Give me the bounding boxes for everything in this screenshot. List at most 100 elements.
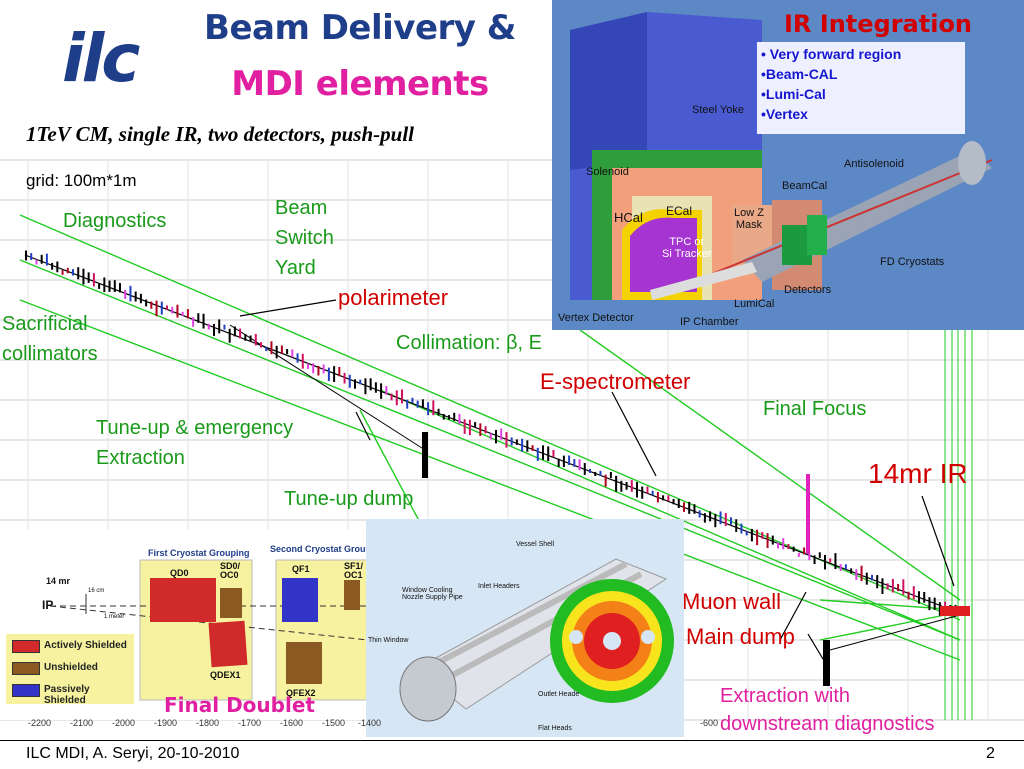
vessel-label-nozzle: Window Cooling Nozzle Supply Pipe — [402, 587, 463, 601]
beamline-element — [427, 402, 430, 416]
label-polarimeter: polarimeter — [338, 285, 449, 310]
label-arrow — [239, 299, 337, 317]
magnet-sd0: SD0/ OC0 — [220, 561, 241, 580]
extraction-line — [829, 614, 961, 651]
axis-tick-label: -2000 — [112, 718, 136, 728]
beamline-element — [740, 523, 743, 534]
beamline-element — [547, 446, 550, 462]
label-final-focus: Final Focus — [763, 398, 867, 420]
beamline-element — [891, 578, 894, 593]
legend-swatch-brown — [12, 662, 40, 675]
beamline-element — [698, 510, 701, 518]
beamline-element — [609, 472, 612, 479]
beamline-element — [374, 382, 377, 393]
beamline-element — [881, 578, 884, 594]
beamline-element — [782, 538, 785, 550]
beamline-element — [45, 253, 48, 266]
envelope-line — [19, 259, 961, 641]
vessel-label-outlet: Outlet Heade — [538, 691, 580, 698]
beamline-element — [818, 552, 821, 558]
legend-swatch-red — [12, 640, 40, 653]
beamline-element — [421, 399, 424, 408]
label-arrow — [807, 633, 827, 665]
beamline-element — [275, 345, 278, 359]
beamline-element — [865, 572, 868, 585]
vessel-label-inlet: Inlet Headers — [478, 583, 520, 590]
legend-swatch-blue — [12, 684, 40, 697]
scale-horizontal-label: 1 meter — [104, 614, 125, 620]
vessel-label-flat-heads: Flat Heads — [538, 725, 572, 732]
dump-vessel-inset: Vessel Shell Inlet Headers Window Coolin… — [366, 519, 684, 737]
axis-tick-label: -1500 — [322, 718, 346, 728]
magnet-qd0: QD0 — [170, 568, 189, 578]
beamline-element — [761, 532, 764, 539]
beamline-element — [557, 458, 560, 467]
beamline-element — [87, 272, 90, 283]
scale-vertical-label: 16 cm — [88, 588, 105, 594]
beamline-element — [876, 575, 879, 589]
beamline-element — [662, 495, 665, 501]
beamline-element — [745, 531, 748, 536]
label-beam-switch-yard: Beam Switch Yard — [275, 197, 334, 279]
first-cryostat-label: First Cryostat Grouping — [148, 548, 250, 558]
footer: ILC MDI, A. Seryi, 20-10-2010 2 — [0, 740, 1024, 769]
beamline-element — [155, 300, 158, 317]
second-cryostat-label: Second Cryostat Grouping — [270, 544, 385, 554]
beamline-element — [552, 449, 555, 457]
beamline-element — [207, 323, 210, 330]
vessel-drawing — [399, 558, 674, 722]
axis-tick-label: -600 — [700, 718, 719, 728]
beamline-element — [500, 428, 503, 440]
label-arrow — [611, 391, 657, 477]
beamline-element — [51, 262, 54, 270]
beamline-element — [124, 289, 127, 299]
beamline-element — [380, 383, 383, 399]
label-diagnostics: Diagnostics — [63, 210, 167, 232]
beamline-element — [30, 253, 33, 261]
beamline-element — [98, 283, 101, 289]
label-arrow — [779, 591, 807, 641]
beamline-element — [25, 250, 27, 261]
beamline-element — [562, 455, 565, 468]
page-number: 2 — [986, 745, 995, 762]
label-tune-up-extraction: Tune-up & emergency Extraction — [96, 417, 294, 469]
part-vertex-detector: Vertex Detector — [558, 312, 634, 324]
ip-label: IP — [42, 598, 54, 612]
beamline-element — [317, 365, 320, 376]
beamline-element — [938, 602, 941, 616]
beamline-element — [458, 413, 461, 424]
tune-up-dump-marker — [422, 432, 428, 478]
legend-passively-shielded: Passively Shielded — [44, 684, 90, 706]
legend-actively-shielded: Actively Shielded — [44, 640, 127, 651]
beamline-element — [724, 512, 727, 527]
beamline-element — [897, 583, 900, 591]
beamline-element — [338, 366, 341, 377]
beamline-element — [176, 304, 179, 318]
beamline-element — [354, 379, 356, 389]
beamline-element — [850, 568, 853, 574]
envelope-line — [379, 389, 961, 641]
beamline-element — [119, 283, 121, 293]
title-line-1: Beam Delivery & — [204, 8, 516, 48]
beamline-element — [594, 471, 597, 476]
beamline-element — [416, 400, 419, 408]
part-ecal: ECal — [666, 204, 693, 218]
beamline-element — [213, 323, 215, 336]
cryostat-grouping-inset: First Cryostat Grouping Second Cryostat … — [0, 530, 385, 720]
beamline-element — [265, 346, 268, 352]
part-ip-chamber: IP Chamber — [680, 316, 739, 328]
beamline-element — [244, 333, 247, 341]
beamline-element — [886, 583, 889, 590]
beamline-element — [72, 269, 74, 276]
detector-drawing — [570, 12, 993, 300]
part-tpc: TPC or Si Tracker — [662, 236, 712, 260]
ilc-logo: ilc — [62, 14, 142, 110]
label-sacrificial-collimators: Sacrificial collimators — [2, 313, 98, 365]
beamline-element — [401, 389, 403, 404]
footer-credit: ILC MDI, A. Seryi, 20-10-2010 — [26, 745, 240, 762]
beamline-element — [719, 511, 722, 525]
beamline-element — [160, 301, 163, 315]
beamline-element — [928, 597, 931, 611]
label-arrow — [355, 411, 371, 441]
beamline-element — [270, 341, 273, 355]
